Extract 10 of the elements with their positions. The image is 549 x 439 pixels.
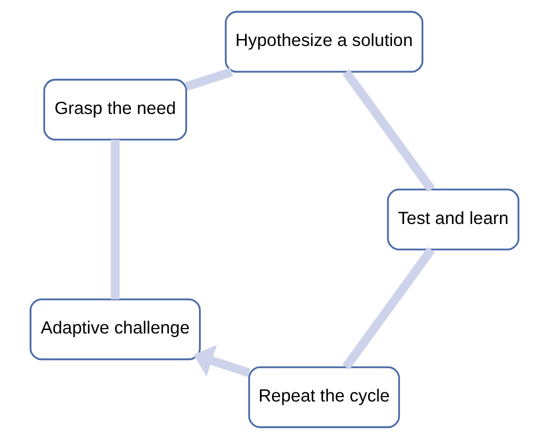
- node-box: Test and learn: [387, 188, 520, 250]
- node-box: Repeat the cycle: [248, 366, 400, 428]
- node-box: Hypothesize a solution: [224, 10, 424, 73]
- connector: [342, 247, 435, 370]
- arrow: [194, 344, 250, 377]
- node-box: Grasp the need: [43, 78, 188, 141]
- connector: [342, 69, 435, 192]
- node-box: Adaptive challenge: [30, 298, 201, 360]
- connector: [110, 140, 120, 300]
- connector: [184, 68, 233, 91]
